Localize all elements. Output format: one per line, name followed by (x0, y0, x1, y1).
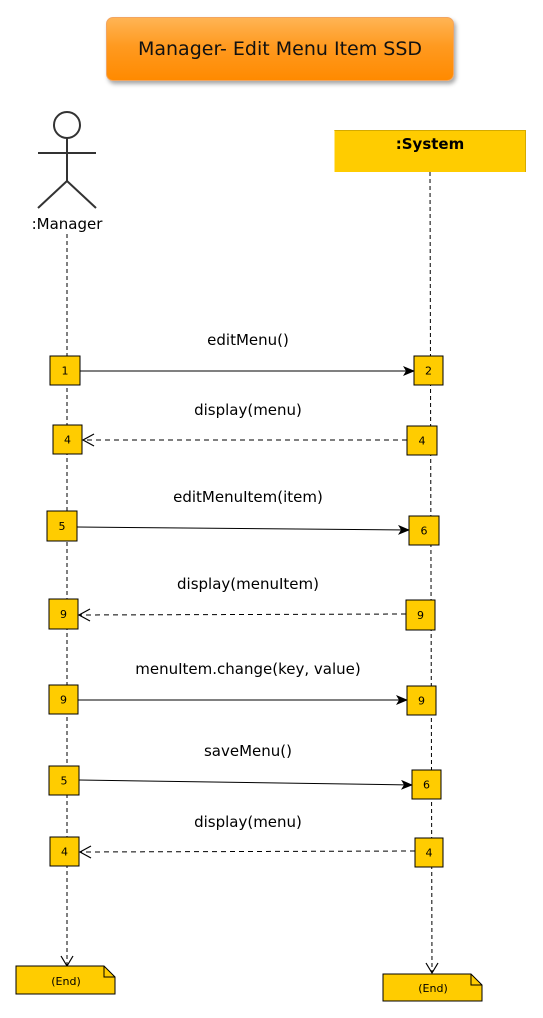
message-4: display(menuItem) 9 9 (48, 575, 436, 631)
activation-box-manager-label: 9 (60, 608, 67, 621)
activation-box-system-label: 6 (421, 525, 428, 538)
activation-box-manager: 5 (46, 510, 78, 542)
message-label: display(menuItem) (177, 575, 319, 593)
activation-box-manager: 9 (48, 598, 79, 630)
system-lifeline-header: :System (334, 130, 526, 172)
activation-box-manager-label: 1 (62, 365, 69, 378)
message-2: display(menu) 4 4 (52, 401, 438, 456)
activation-box-system-label: 4 (426, 847, 433, 860)
message-3: editMenuItem(item) 5 6 (46, 488, 440, 546)
activation-box-manager: 4 (52, 424, 83, 455)
message-label: editMenuItem(item) (173, 488, 323, 506)
activation-box-manager-label: 4 (61, 846, 68, 859)
activation-box-system: 9 (405, 599, 436, 631)
message-label: saveMenu() (204, 742, 292, 760)
activation-box-system: 6 (408, 515, 440, 546)
return-arrow (77, 613, 407, 616)
message-label: menuItem.change(key, value) (135, 660, 360, 678)
activation-box-system: 2 (413, 355, 444, 386)
message-arrow (76, 524, 410, 535)
message-6: saveMenu() 5 6 (48, 742, 442, 800)
diagram-title: Manager- Edit Menu Item SSD (106, 17, 454, 81)
message-1: editMenu() 1 2 (49, 331, 444, 386)
message-5: menuItem.change(key, value) 9 9 (48, 660, 437, 716)
activation-box-system-label: 9 (418, 695, 425, 708)
return-arrow (78, 850, 416, 853)
activation-box-system: 4 (406, 425, 438, 456)
activation-box-system: 9 (406, 685, 437, 716)
actor-label: :Manager (31, 215, 103, 233)
message-label: display(menu) (194, 401, 302, 419)
activation-box-manager: 9 (48, 684, 79, 715)
message-arrow (78, 779, 413, 790)
activation-box-manager-label: 5 (61, 775, 68, 788)
message-label: editMenu() (207, 331, 289, 349)
activation-box-manager: 5 (48, 765, 80, 796)
activation-box-manager-label: 9 (60, 694, 67, 707)
activation-box-system-label: 4 (419, 435, 426, 448)
activation-box-manager: 1 (49, 355, 81, 386)
system-lifeline-end-arrow (425, 962, 439, 975)
messages-layer: editMenu() 1 2 display(menu) 4 4 editMenuItem(… (46, 331, 444, 868)
activation-box-system: 6 (411, 769, 442, 800)
activation-box-system-label: 6 (423, 779, 430, 792)
end-note-label: (End) (51, 975, 81, 988)
actor-stick-figure-icon (37, 111, 97, 209)
activation-box-system-label: 2 (425, 365, 432, 378)
end-note-label: (End) (418, 982, 448, 995)
activation-box-system-label: 9 (417, 609, 424, 622)
activation-box-manager: 4 (49, 836, 80, 867)
end-note-manager: (End) (15, 965, 116, 995)
end-note-system: (End) (382, 973, 483, 1002)
activation-box-manager-label: 4 (64, 434, 71, 447)
message-label: display(menu) (194, 813, 302, 831)
activation-box-manager-label: 5 (59, 520, 66, 533)
message-7: display(menu) 4 4 (49, 813, 444, 868)
activation-box-system: 4 (414, 837, 444, 868)
